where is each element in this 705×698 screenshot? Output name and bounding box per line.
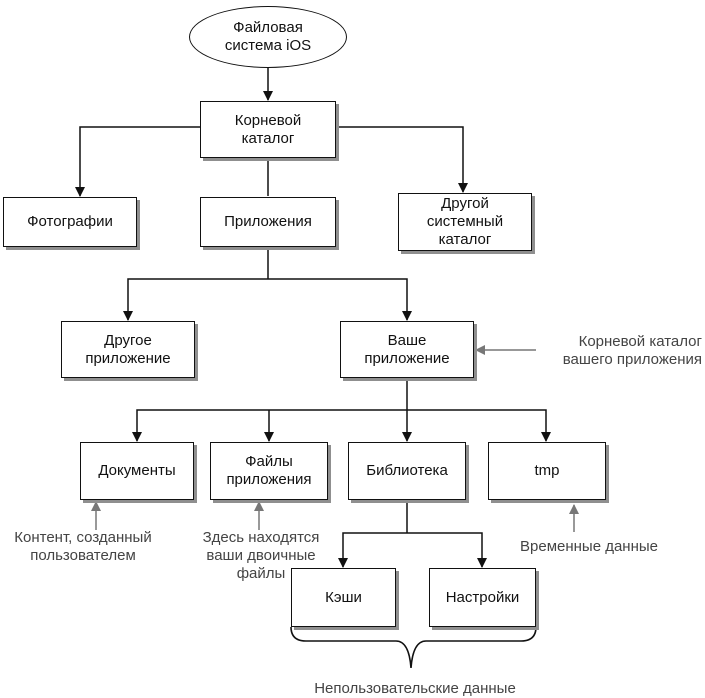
edge-library-to-caches (338, 532, 407, 568)
temp-data-note: Временные данные (520, 538, 658, 555)
applications-node: Приложения (200, 197, 336, 247)
settings-node: Настройки (429, 568, 536, 627)
edge-apps-to-your-app (268, 278, 412, 321)
edge-library-to-settings (407, 532, 487, 568)
your-application-node: Ваше приложение (340, 321, 474, 378)
other-application-node: Другое приложение (61, 321, 195, 378)
photos-node: Фотографии (3, 197, 137, 247)
app-root-note: Корневой каталог вашего приложения (562, 333, 702, 368)
caches-node: Кэши (291, 568, 396, 627)
tmp-node: tmp (488, 442, 606, 500)
non-user-data-note: Непользовательские данные (314, 680, 516, 697)
edge-apps-to-other-app (123, 278, 268, 321)
edge-bus-right (407, 409, 551, 442)
library-node: Библиотека (348, 442, 466, 500)
root-directory-node: Корневой каталог (200, 101, 336, 158)
brace-non-user-data (290, 626, 537, 669)
user-content-note: Контент, созданный пользователем (14, 529, 152, 564)
documents-node: Документы (80, 442, 194, 500)
app-files-node: Файлы приложения (210, 442, 328, 500)
ios-filesystem-node: Файловая система iOS (189, 6, 347, 68)
other-system-directory-node: Другой системный каталог (398, 193, 532, 251)
binaries-note: Здесь находятся ваши двоичные файлы (202, 529, 320, 582)
edge-bus-left (132, 409, 407, 442)
